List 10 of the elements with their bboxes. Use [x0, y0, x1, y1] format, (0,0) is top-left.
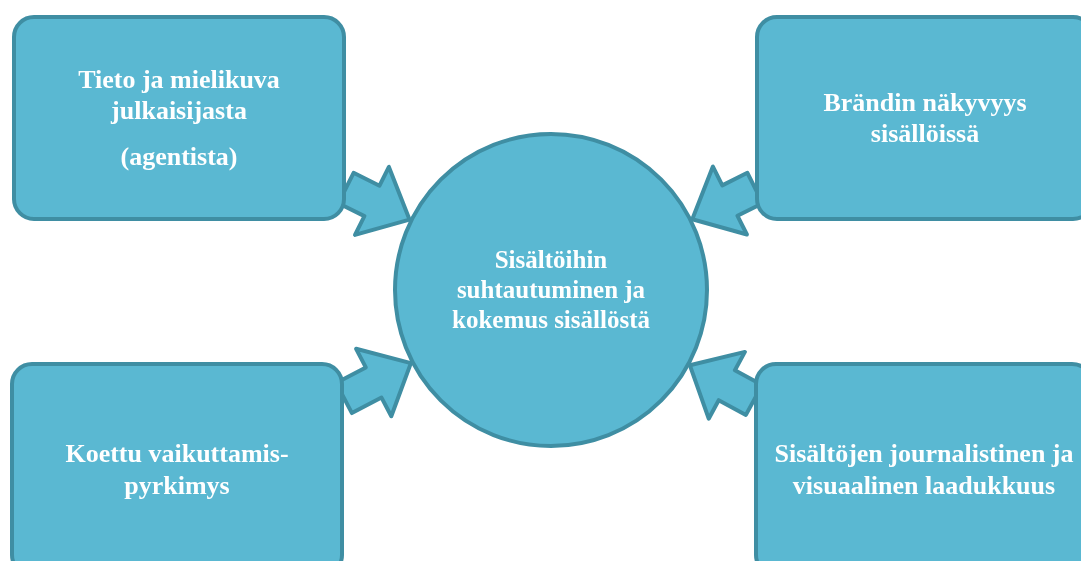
node-text: Koettu vaikuttamis-pyrkimys: [64, 438, 290, 501]
node-text: Tieto ja mielikuva julkaisijasta: [77, 64, 281, 127]
factor-box: [754, 362, 1081, 561]
node-text: (agentista): [120, 140, 238, 172]
node-text: Sisältöihin suhtautuminen ja kokemus sisällöstä: [451, 245, 651, 335]
factor-box: [12, 15, 346, 221]
factor-box: [755, 15, 1081, 221]
factor-box: [10, 362, 344, 561]
node-text: Sisältöjen journalistinen ja visuaalinen laadukkuus: [773, 438, 1075, 501]
node-text: Brändin näkyvyys sisällöissä: [822, 86, 1028, 150]
